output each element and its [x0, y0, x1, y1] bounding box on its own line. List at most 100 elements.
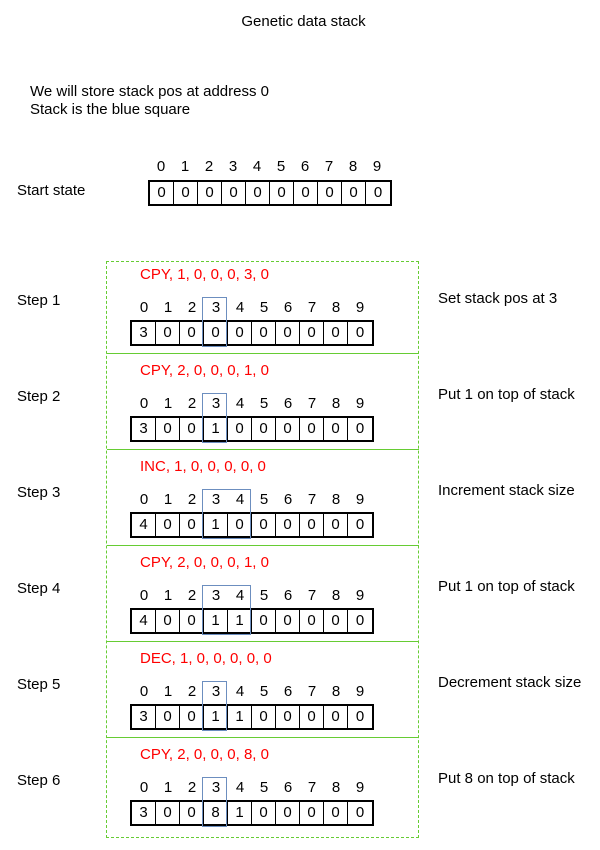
address-index: 7	[307, 587, 317, 604]
memory-cell: 0	[355, 324, 365, 341]
address-index: 0	[139, 683, 149, 700]
address-index: 9	[355, 299, 365, 316]
memory-cell: 0	[276, 418, 300, 440]
address-index: 8	[331, 587, 341, 604]
memory-cell: 0	[252, 322, 276, 344]
diagram-title: Genetic data stack	[241, 13, 366, 30]
address-index: 7	[307, 683, 317, 700]
address-index: 6	[300, 158, 310, 175]
memory-cell: 0	[156, 514, 180, 536]
memory-cell: 1	[228, 610, 252, 632]
memory-cell: 0	[276, 802, 300, 824]
memory-cell: 0	[156, 706, 180, 728]
address-index: 7	[307, 299, 317, 316]
address-index: 7	[307, 779, 317, 796]
memory-cell: 0	[180, 802, 204, 824]
step-divider	[107, 545, 419, 546]
step-instruction: CPY, 2, 0, 0, 0, 8, 0	[140, 746, 269, 763]
memory-cell: 1	[228, 802, 252, 824]
address-index: 0	[156, 158, 166, 175]
memory-cell: 0	[300, 802, 324, 824]
step-label: Step 2	[17, 388, 61, 405]
address-index: 5	[259, 683, 269, 700]
address-index: 4	[235, 491, 245, 508]
step-label: Step 1	[17, 292, 61, 309]
memory-cell: 0	[342, 182, 366, 204]
memory-cell: 0	[355, 516, 365, 533]
step-label: Step 5	[17, 676, 61, 693]
memory-cell: 0	[324, 802, 348, 824]
memory-cell: 0	[300, 610, 324, 632]
address-index: 8	[331, 683, 341, 700]
address-index: 6	[283, 299, 293, 316]
address-index: 9	[372, 158, 382, 175]
memory-cell: 0	[252, 802, 276, 824]
address-index: 1	[163, 683, 173, 700]
address-index: 5	[259, 587, 269, 604]
address-index: 2	[187, 587, 197, 604]
memory-cell: 0	[150, 182, 174, 204]
memory-cell: 1	[204, 610, 228, 632]
memory-cell: 0	[180, 322, 204, 344]
address-index: 1	[163, 779, 173, 796]
address-index: 9	[355, 395, 365, 412]
address-index: 8	[348, 158, 358, 175]
address-index: 6	[283, 587, 293, 604]
memory-cell: 0	[228, 418, 252, 440]
address-index: 2	[187, 299, 197, 316]
note-stack-color: Stack is the blue square	[30, 101, 191, 118]
memory-cell: 0	[324, 610, 348, 632]
memory-cell: 0	[180, 610, 204, 632]
address-index: 4	[252, 158, 262, 175]
address-index: 3	[211, 779, 221, 796]
memory-cell: 0	[252, 418, 276, 440]
memory-cell: 0	[300, 418, 324, 440]
address-index: 3	[211, 299, 221, 316]
address-index: 3	[211, 587, 221, 604]
address-index: 9	[355, 491, 365, 508]
address-index: 6	[283, 683, 293, 700]
step-label: Step 6	[17, 772, 61, 789]
address-index: 5	[276, 158, 286, 175]
step-divider	[107, 353, 419, 354]
memory-cell: 0	[318, 182, 342, 204]
address-index: 2	[204, 158, 214, 175]
step-description: Set stack pos at 3	[438, 290, 558, 307]
address-index: 9	[355, 587, 365, 604]
memory-cell: 0	[156, 802, 180, 824]
address-index: 7	[307, 395, 317, 412]
address-index: 6	[283, 779, 293, 796]
address-index: 1	[180, 158, 190, 175]
address-index: 1	[163, 587, 173, 604]
memory-cell: 1	[228, 706, 252, 728]
memory-cell: 0	[270, 182, 294, 204]
step-label: Step 4	[17, 580, 61, 597]
address-index: 1	[163, 491, 173, 508]
step-instruction: INC, 1, 0, 0, 0, 0, 0	[140, 458, 266, 475]
memory-cell: 0	[246, 182, 270, 204]
memory-cell: 0	[180, 706, 204, 728]
start-state-label: Start state	[17, 182, 86, 199]
address-index: 4	[235, 683, 245, 700]
step-description: Put 1 on top of stack	[438, 386, 575, 403]
address-index: 8	[331, 779, 341, 796]
memory-cell: 8	[204, 802, 228, 824]
memory-cell: 0	[252, 610, 276, 632]
memory-cell: 4	[132, 514, 156, 536]
address-index: 4	[235, 779, 245, 796]
memory-cell: 0	[180, 514, 204, 536]
step-description: Increment stack size	[438, 482, 575, 499]
memory-cell: 0	[300, 322, 324, 344]
memory-cell: 0	[355, 804, 365, 821]
address-index: 2	[187, 683, 197, 700]
